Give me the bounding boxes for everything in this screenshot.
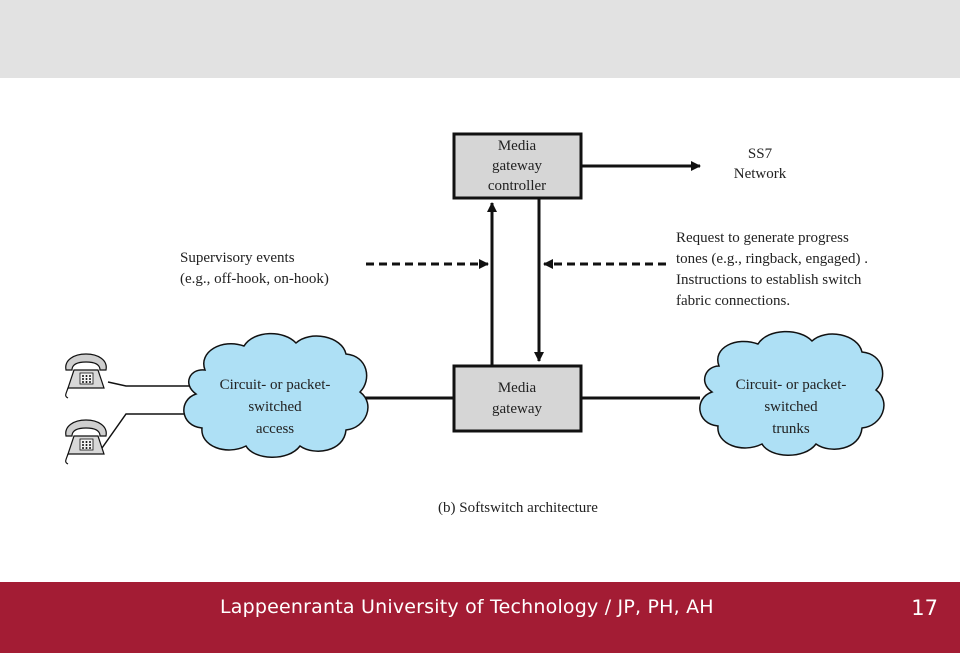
request-label-line-2: tones (e.g., ringback, engaged) . [676, 251, 868, 267]
mg-label-line-2: gateway [492, 401, 542, 417]
mgc-label-line-1: Media [498, 138, 537, 154]
trunks-cloud-line-1: Circuit- or packet- [736, 377, 847, 393]
phone-line-2 [101, 413, 196, 449]
supervisory-label-line-2: (e.g., off-hook, on-hook) [180, 271, 329, 287]
page-number: 17 [911, 596, 938, 620]
request-label-line-4: fabric connections. [676, 293, 790, 309]
phone-line-1 [107, 381, 196, 387]
footer-text: Lappeenranta University of Technology / … [220, 596, 714, 618]
trunks-cloud-line-2: switched [764, 399, 818, 415]
access-cloud-line-1: Circuit- or packet- [220, 377, 331, 393]
diagram-caption: (b) Softswitch architecture [438, 500, 598, 516]
media-gateway-box: Media gateway [452, 364, 583, 433]
request-label-line-3: Instructions to establish switch [676, 272, 862, 288]
request-label-line-1: Request to generate progress [676, 230, 849, 246]
softswitch-diagram: Media gateway controller Media gateway S… [65, 132, 885, 516]
mg-label-line-1: Media [498, 380, 537, 396]
access-cloud: Circuit- or packet- switched access [183, 332, 369, 458]
access-cloud-line-2: switched [248, 399, 302, 415]
ss7-label-line-2: Network [734, 166, 787, 182]
title-band [0, 0, 960, 78]
supervisory-label-line-1: Supervisory events [180, 250, 295, 266]
telephone-icon [65, 353, 107, 399]
trunks-cloud-line-3: trunks [772, 421, 810, 437]
telephone-icon [65, 419, 107, 465]
ss7-label-line-1: SS7 [748, 146, 773, 162]
mgc-label-line-2: gateway [492, 158, 542, 174]
trunks-cloud: Circuit- or packet- switched trunks [699, 330, 885, 456]
mgc-label-line-3: controller [488, 178, 546, 194]
media-gateway-controller-box: Media gateway controller [452, 132, 583, 200]
footer-bar [0, 582, 960, 653]
access-cloud-line-3: access [256, 421, 294, 437]
